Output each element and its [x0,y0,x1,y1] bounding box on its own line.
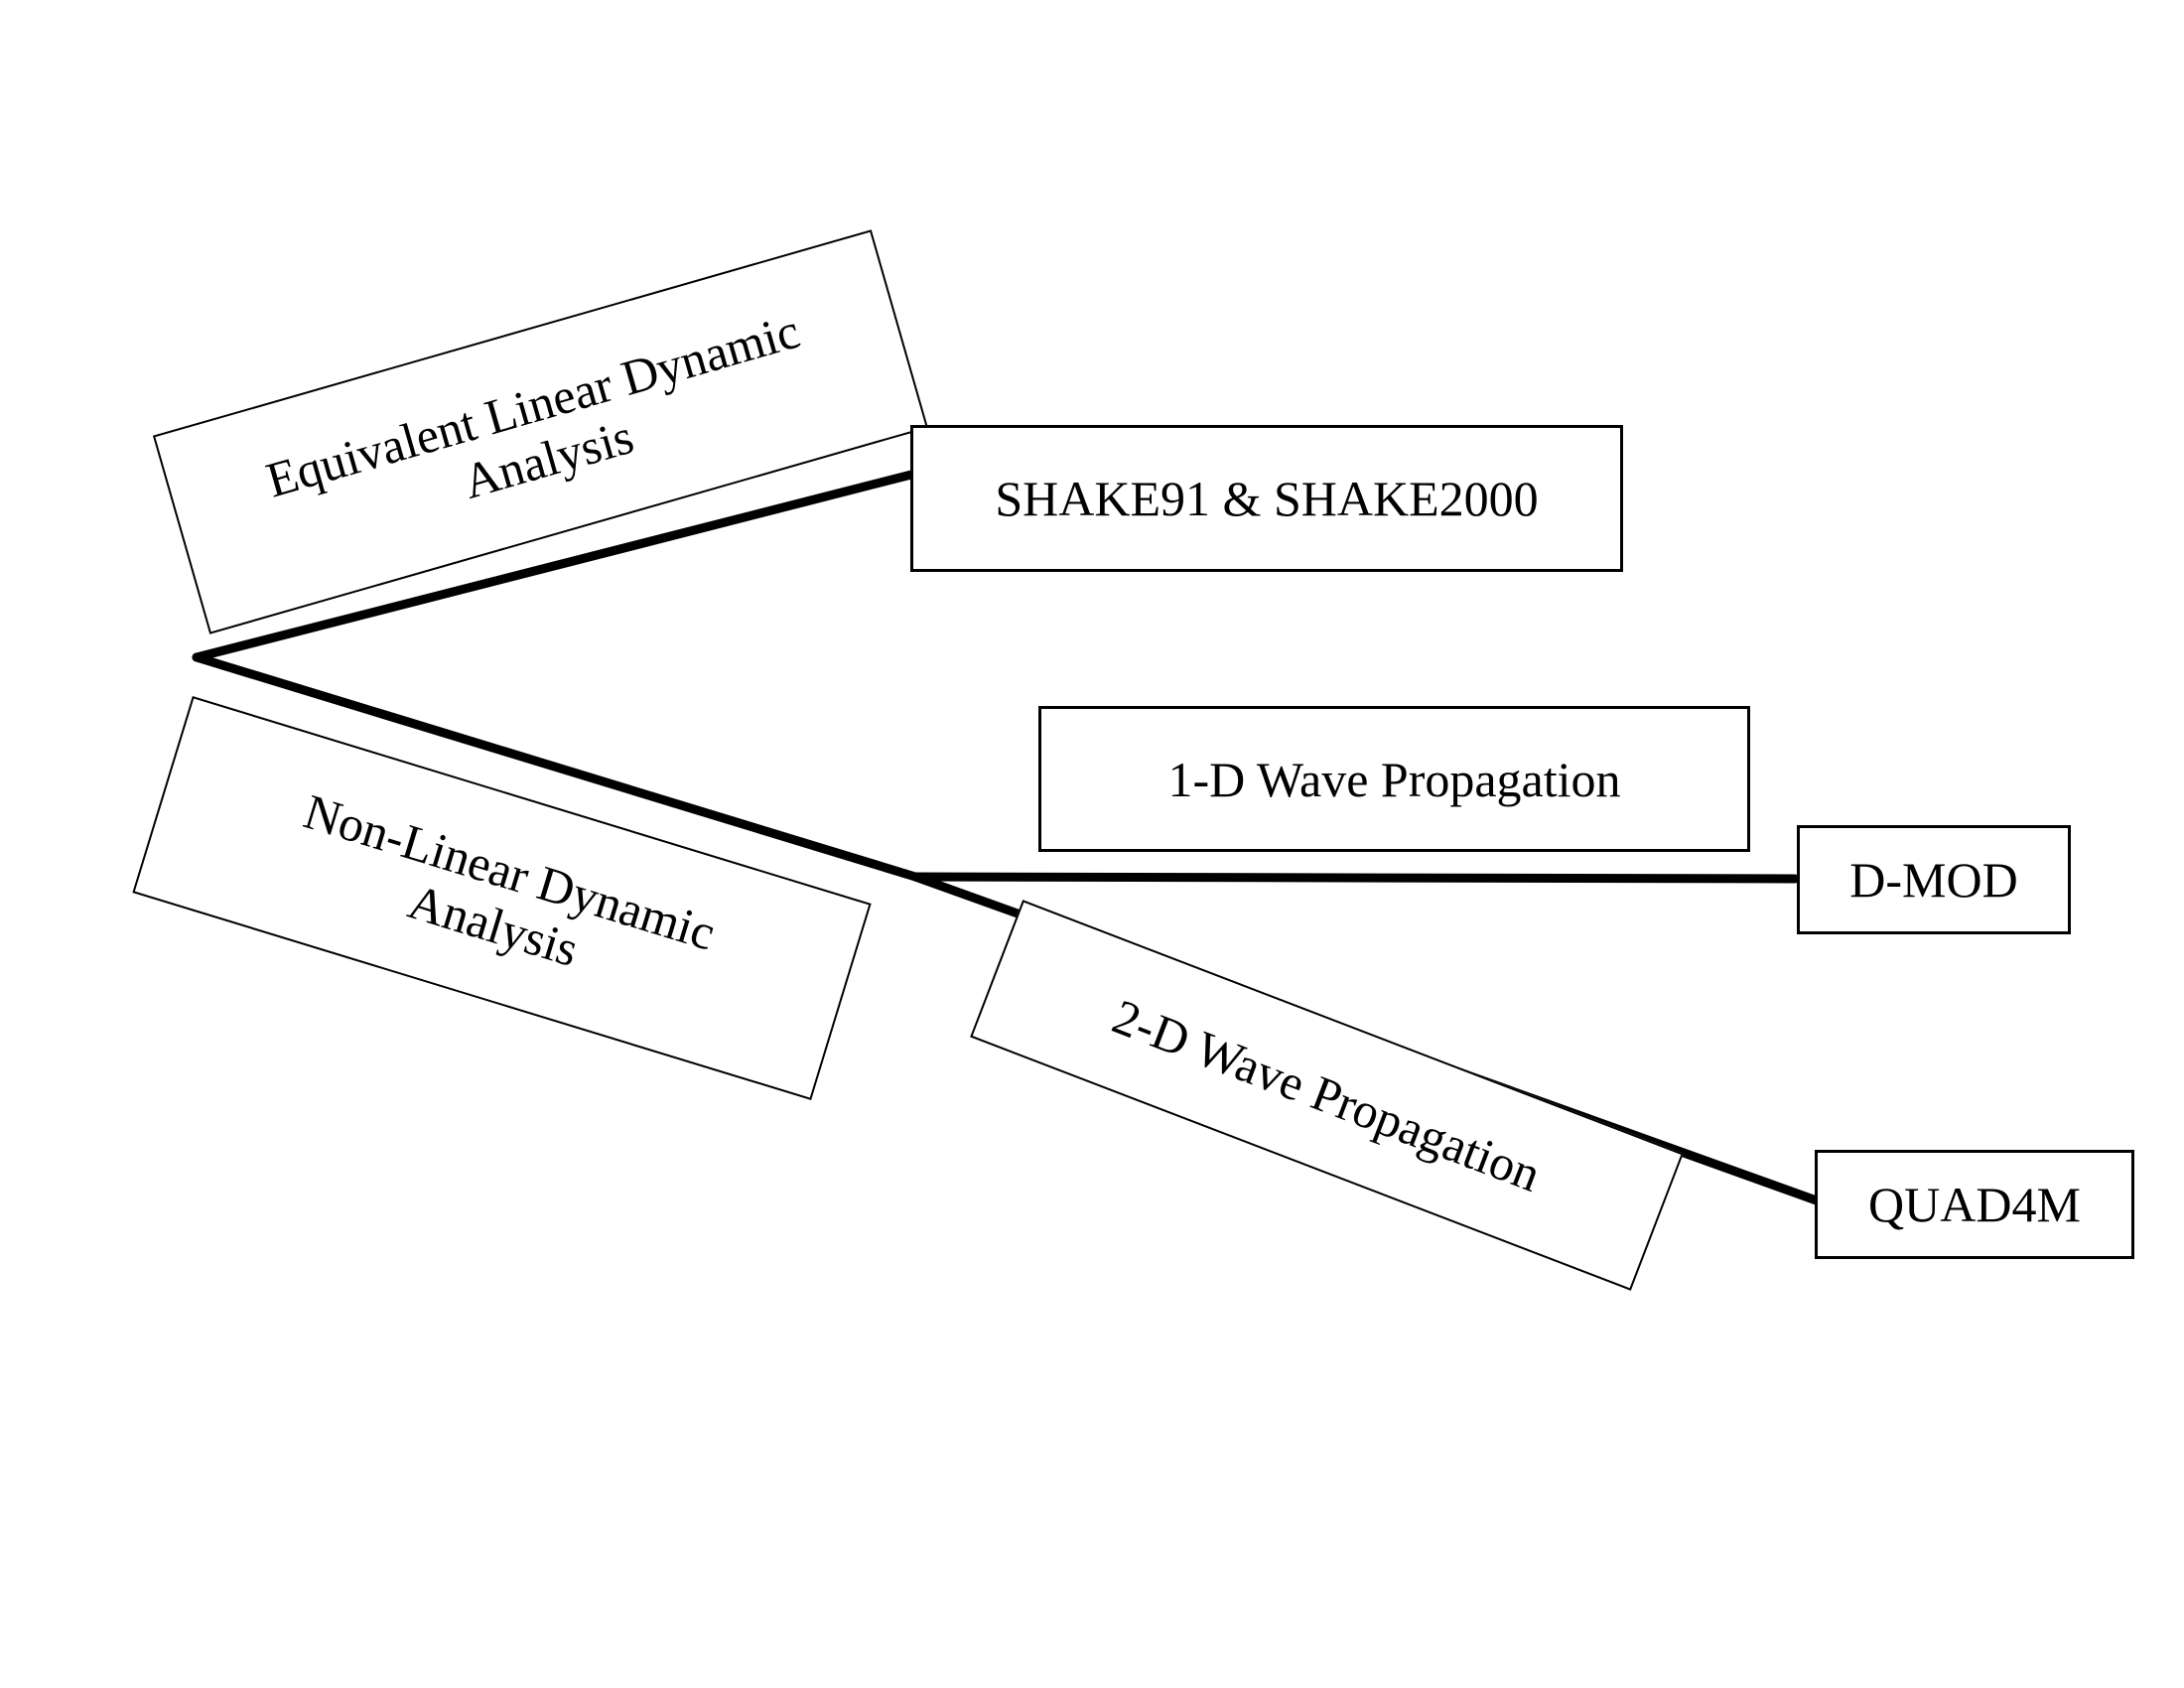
dmod-box: D-MOD [1797,825,2071,934]
shake-label: SHAKE91 & SHAKE2000 [995,471,1539,526]
branch-non-linear [192,652,920,882]
quad4m-label: QUAD4M [1868,1177,2081,1232]
shake-box: SHAKE91 & SHAKE2000 [910,425,1623,572]
dmod-label: D-MOD [1849,852,2018,908]
one-d-wave-label: 1-D Wave Propagation [1167,751,1621,807]
branch-equivalent-linear [192,470,916,662]
branch-1d-wave [910,872,1800,884]
quad4m-box: QUAD4M [1815,1150,2134,1259]
one-d-wave-box: 1-D Wave Propagation [1038,706,1750,852]
